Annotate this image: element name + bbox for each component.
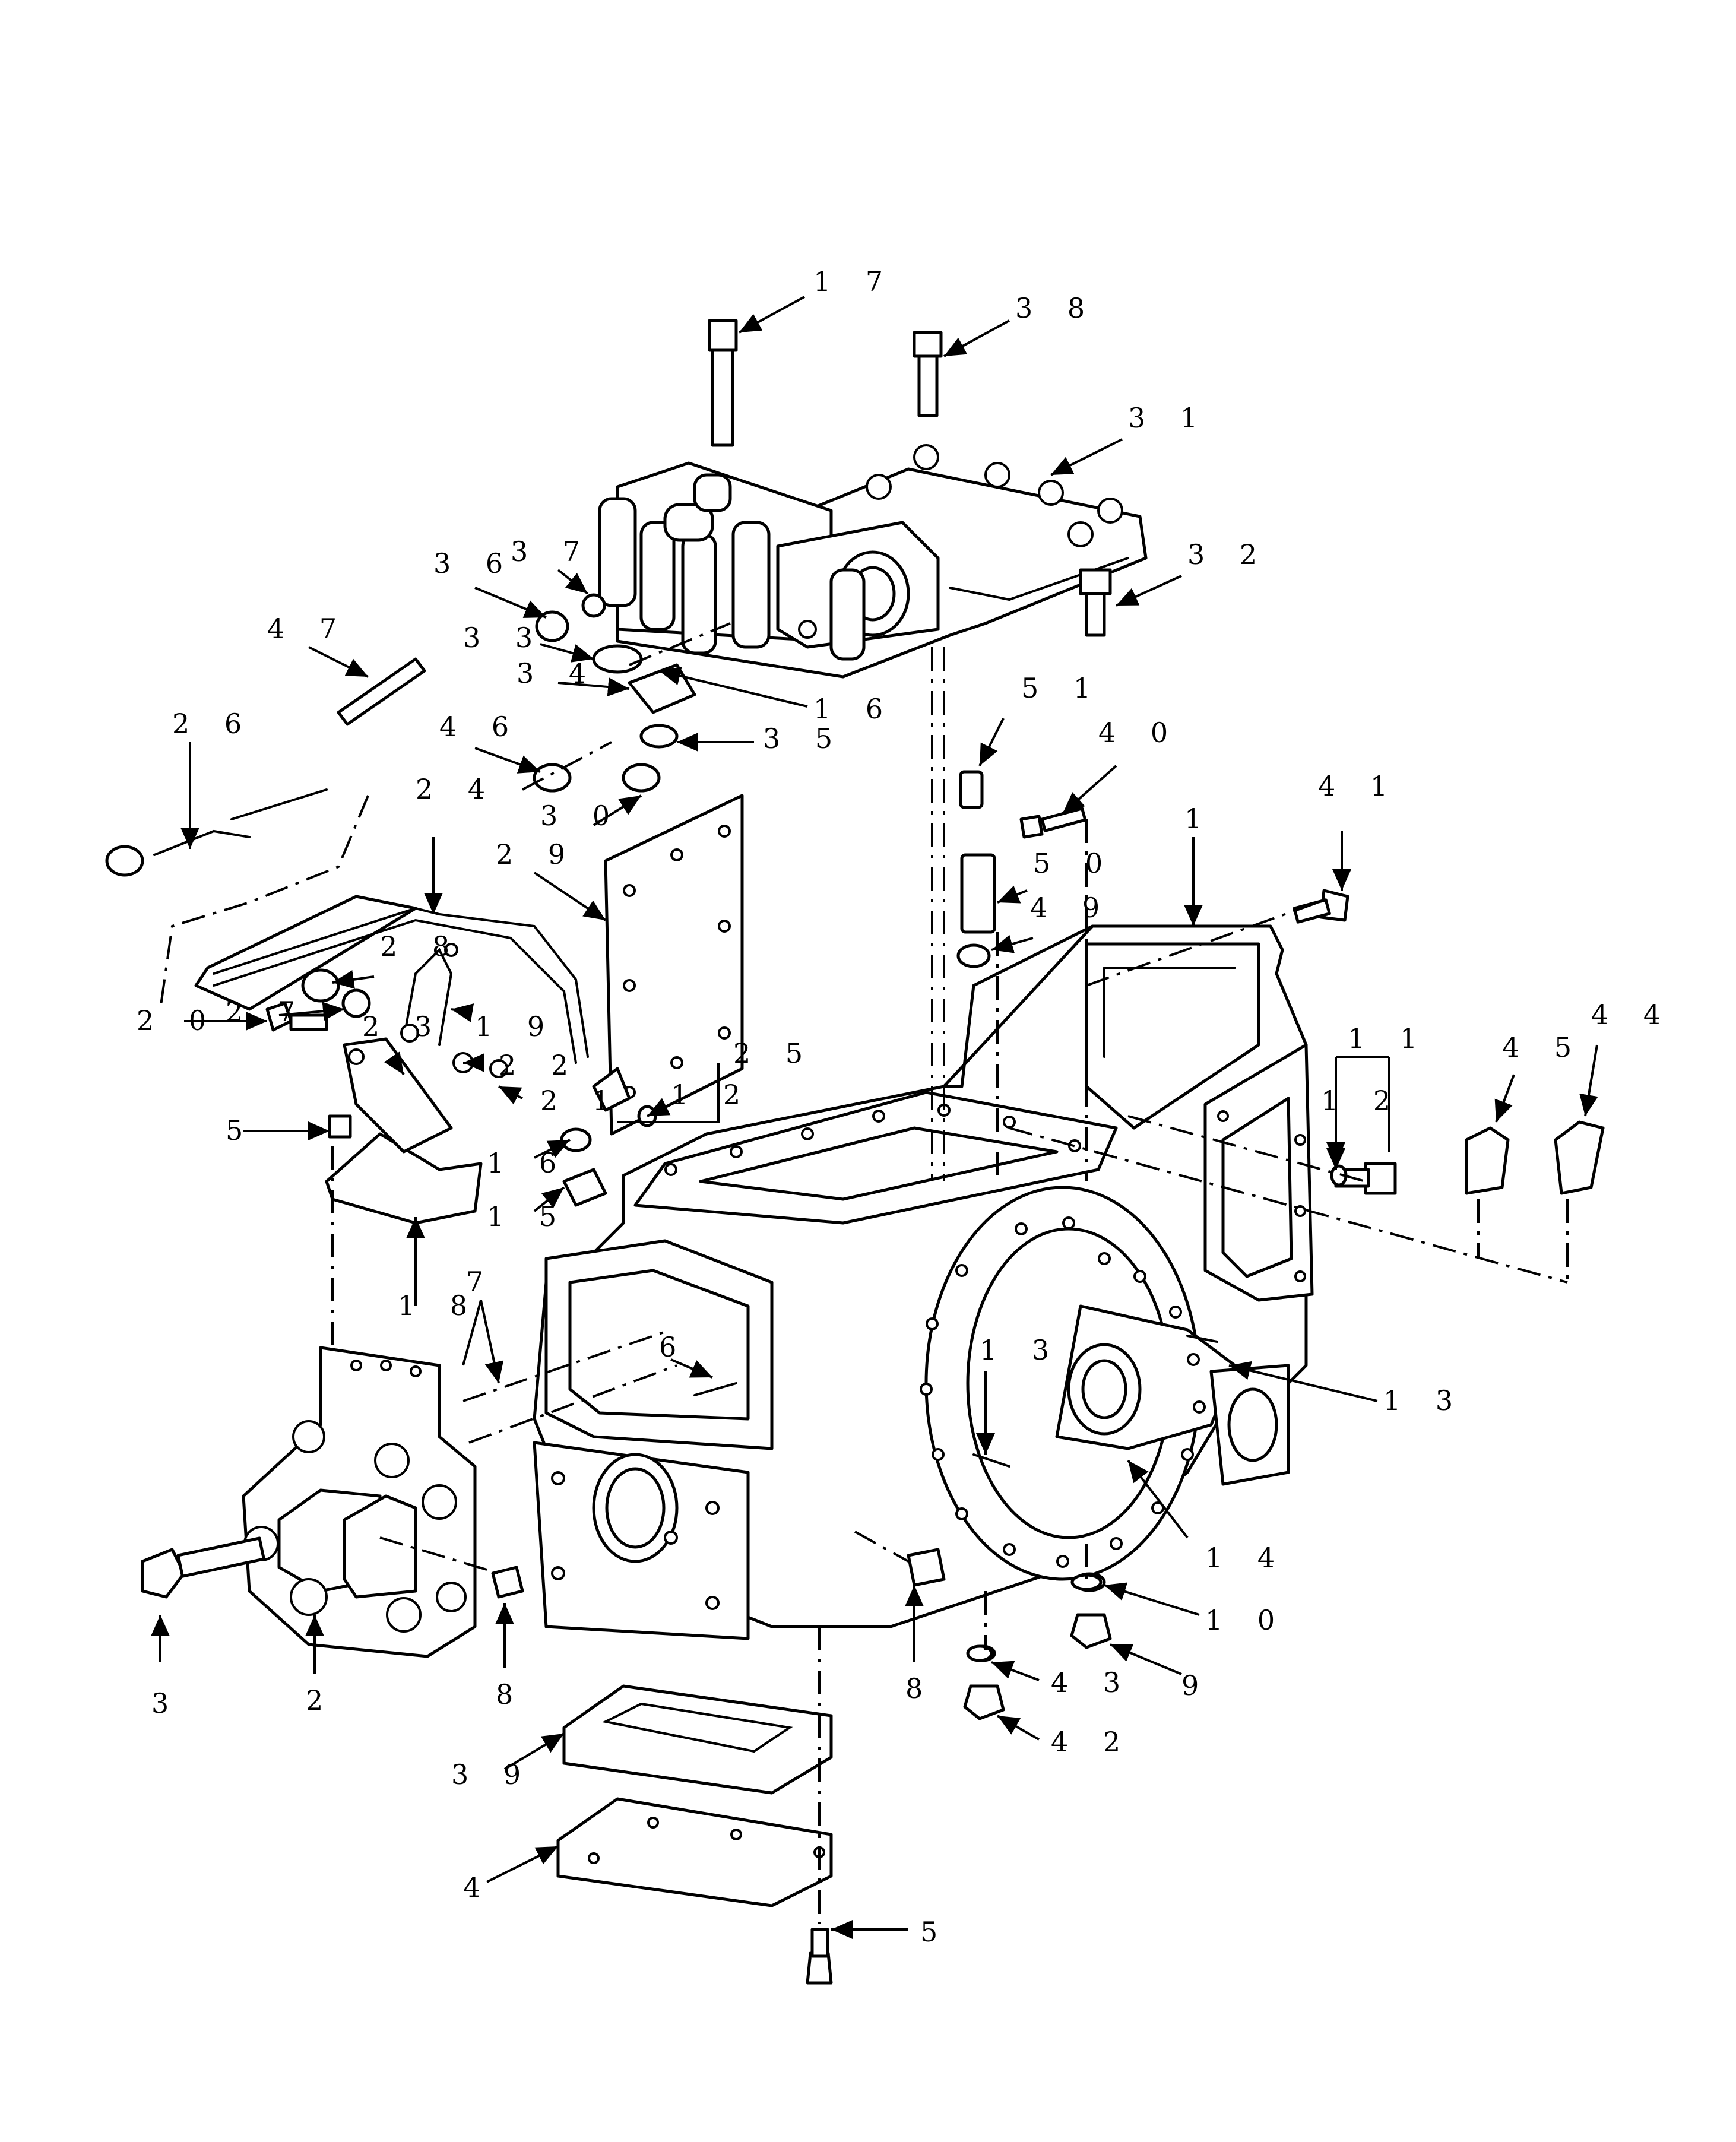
callout-25: 2 5 <box>733 1037 816 1069</box>
callout-46: 4 6 <box>439 711 522 743</box>
callout-19: 1 9 <box>475 1010 557 1043</box>
callout-1: 1 <box>1184 803 1215 835</box>
callout-45: 4 5 <box>1502 1031 1585 1063</box>
callout-36: 3 6 <box>433 547 516 579</box>
callout-35: 3 5 <box>763 723 845 755</box>
callout-28: 2 8 <box>380 930 462 962</box>
callout-labels: 1 7 3 8 3 1 3 2 3 6 3 7 4 7 3 3 3 4 1 6 … <box>137 265 1674 1948</box>
assembly-lines <box>159 622 1569 1924</box>
callout-6: 6 <box>659 1331 689 1363</box>
pump-bracket <box>325 1037 483 1225</box>
callout-37: 3 7 <box>511 536 593 568</box>
callout-12-left: 1 2 <box>671 1079 753 1111</box>
main-housing <box>533 924 1314 1640</box>
top-cover-assembly <box>598 444 1148 679</box>
callout-21: 2 1 <box>540 1085 623 1117</box>
callout-41: 4 1 <box>1318 770 1401 802</box>
callout-13-outer: 1 3 <box>1383 1384 1466 1417</box>
callout-17: 1 7 <box>813 265 896 297</box>
callout-34: 3 4 <box>517 657 599 689</box>
callout-22: 2 2 <box>499 1049 581 1081</box>
callout-32: 3 2 <box>1187 538 1270 571</box>
hydraulic-pump-body <box>242 1346 477 1658</box>
callout-12-right: 1 2 <box>1321 1085 1404 1117</box>
callout-49: 4 9 <box>1030 892 1113 924</box>
callout-43: 4 3 <box>1051 1666 1133 1699</box>
callout-4: 4 <box>463 1871 493 1903</box>
callout-13-inner: 1 3 <box>980 1334 1062 1366</box>
bottom-covers <box>556 1684 833 1907</box>
housing-bolt-holes <box>551 1104 1306 1610</box>
callout-39: 3 9 <box>451 1758 534 1791</box>
callout-9: 9 <box>1181 1669 1212 1701</box>
callout-38: 3 8 <box>1015 292 1098 324</box>
callout-15: 1 5 <box>487 1200 569 1232</box>
callout-27: 2 7 <box>226 996 308 1028</box>
callout-18: 1 8 <box>398 1289 480 1322</box>
callout-44: 4 4 <box>1591 999 1674 1031</box>
callout-16-top: 1 6 <box>813 693 896 725</box>
callout-14: 1 4 <box>1205 1542 1288 1574</box>
callout-7: 7 <box>466 1266 496 1298</box>
callout-31: 3 1 <box>1128 402 1211 434</box>
callout-8-center: 8 <box>905 1672 936 1704</box>
callout-50: 5 0 <box>1033 847 1116 879</box>
callout-24: 2 4 <box>416 773 498 805</box>
callout-2: 2 <box>306 1684 336 1716</box>
callout-8-left: 8 <box>496 1678 526 1710</box>
callout-20: 2 0 <box>137 1005 219 1037</box>
callout-23: 2 3 <box>362 1010 445 1043</box>
callout-5-bottom: 5 <box>920 1916 951 1948</box>
callout-5-top: 5 <box>226 1114 256 1146</box>
leaders <box>151 296 1598 1939</box>
callout-16-left: 1 6 <box>487 1147 569 1179</box>
drawing <box>105 296 1605 1985</box>
callout-40: 4 0 <box>1098 717 1181 749</box>
callout-42: 4 2 <box>1051 1726 1133 1758</box>
callout-29: 2 9 <box>496 838 578 870</box>
dipstick-and-tube <box>105 788 589 1064</box>
callout-51: 5 1 <box>1021 672 1104 704</box>
callout-3: 3 <box>151 1687 182 1719</box>
callout-47: 4 7 <box>267 613 350 645</box>
callout-11: 1 1 <box>1348 1022 1430 1054</box>
callout-10: 1 0 <box>1205 1604 1288 1636</box>
fasteners <box>141 319 1605 1985</box>
callout-30: 3 0 <box>540 800 623 832</box>
callout-26: 2 6 <box>172 708 255 740</box>
callout-33: 3 3 <box>463 622 546 654</box>
